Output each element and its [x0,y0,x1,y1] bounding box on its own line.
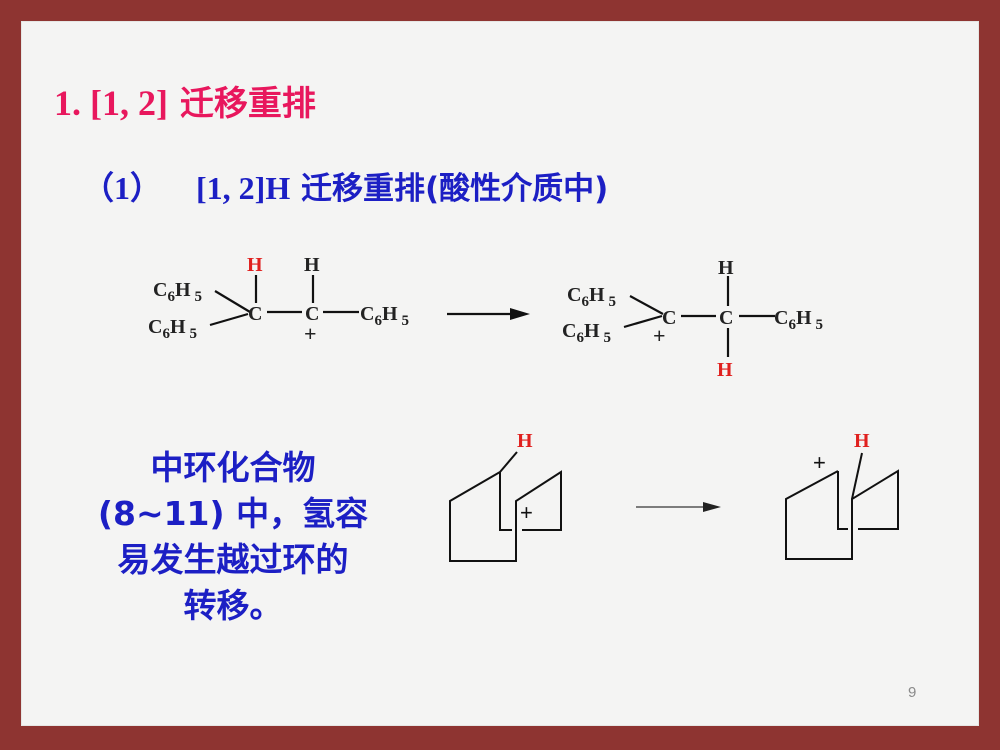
carbocation-h: H [304,254,320,276]
subtitle-text: 迁移重排(酸性介质中) [301,171,609,207]
note-line: (8~11) 中，氢容 [97,494,369,533]
medium-ring-note: 中环化合物 (8~11) 中，氢容 易发生越过环的 转移。 [78,445,388,629]
title-number: 1. [1, 2] [54,83,168,123]
title-text: 迁移重排 [179,84,316,124]
reaction2-product-charge: + [813,450,826,475]
reaction1-arrow [447,308,530,320]
section-subtitle: （1） [1, 2]H 迁移重排(酸性介质中) [82,163,608,209]
reaction2-arrow [636,502,721,512]
positive-charge: + [653,323,666,348]
bond [629,295,664,315]
reaction2-product-h: H [854,430,870,452]
bond [214,290,251,313]
reaction1-product [623,276,775,357]
bond [209,312,249,327]
carbon-label: C [248,303,262,325]
reaction1-reactant [209,275,359,327]
subtitle-index: （1） [82,170,163,206]
bond [623,314,663,329]
reaction2-reactant-h: H [517,430,533,452]
top-h: H [718,257,734,279]
positive-charge: + [304,321,317,346]
reaction2-reactant-ring [449,451,562,562]
migrated-h: H [717,359,733,381]
migrating-h: H [247,254,263,276]
carbon-label: C [662,307,676,329]
carbon-label: C [719,307,733,329]
note-line: 中环化合物 [150,448,316,487]
reaction2-product-ring [785,452,899,560]
note-line: 易发生越过环的 [117,540,349,579]
carbon-label: C [305,303,319,325]
reaction2-reactant-charge: + [520,500,533,525]
page-number: 9 [908,684,917,701]
slide [21,21,979,726]
subtitle-prefix: [1, 2]H [196,170,291,206]
note-line: 转移。 [183,586,283,625]
slide-title: 1. [1, 2] 迁移重排 [54,76,316,125]
